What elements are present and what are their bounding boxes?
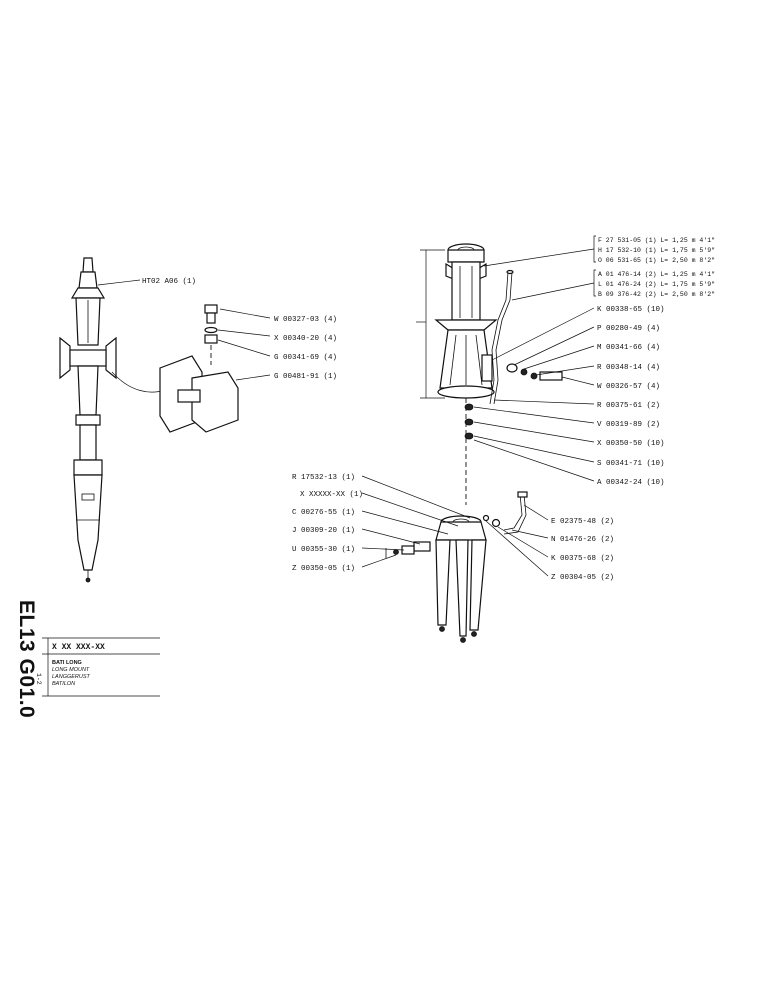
part-label: M 00341-66 (4) [597,344,660,352]
right-leader-lines [361,235,596,577]
part-label: R 17532-13 (1) [292,474,355,482]
drawing-code: EL13 G01.0 [14,600,38,720]
upper-part-labels: K 00338-65 (10) P 00280-49 (4) M 00341-6… [597,306,665,487]
lower-left-part-labels: R 17532-13 (1) X XXXXX-XX (1) C 00276-55… [292,474,363,573]
part-label: V 00319-89 (2) [597,421,660,429]
part-label: R 00375-61 (2) [597,402,660,410]
left-mast-assembly [59,257,166,583]
part-label: X 00350-50 (10) [597,440,665,448]
drawing-code-text: EL13 G01.0 [15,600,38,719]
part-label: P 00280-49 (4) [597,325,660,333]
part-label: N 01476-26 (2) [551,536,614,544]
variant-2-row: B 09 376-42 (2) L= 2,50 m 8'2" [598,291,715,298]
right-base-assembly [385,491,528,643]
sheet-number-text: 1-2 [35,673,42,685]
variant-group-1: F 27 531-05 (1) L= 1,25 m 4'1" H 17 532-… [598,237,715,264]
variant-1-row: F 27 531-05 (1) L= 1,25 m 4'1" [598,237,715,244]
label-washer: X 00340-20 (4) [274,335,337,343]
title-block-names: BATI LONG LONG MOUNT LANGGERUST BATILON [52,660,90,688]
label-nut: G 00341-69 (4) [274,354,337,362]
part-label: K 00375-68 (2) [551,555,614,563]
part-label: K 00338-65 (10) [597,306,665,314]
part-label: Z 00304-05 (2) [551,574,614,582]
part-label: S 00341-71 (10) [597,460,665,468]
right-column-assembly [416,243,563,505]
left-exploded-parts [159,304,239,433]
variant-2-row: L 01 476-24 (2) L= 1,75 m 5'9" [598,281,715,288]
part-label: W 00326-57 (4) [597,383,660,391]
part-label: J 00309-20 (1) [292,527,355,535]
lower-right-part-labels: E 02375-48 (2) N 01476-26 (2) K 00375-68… [551,518,614,582]
part-label: E 02375-48 (2) [551,518,614,526]
part-label: X XXXXX-XX (1) [300,491,363,499]
variant-1-row: H 17 532-10 (1) L= 1,75 m 5'9" [598,247,715,254]
title-name: LONG MOUNT [52,667,90,673]
part-label: C 00276-55 (1) [292,509,355,517]
variant-1-row: O 06 531-65 (1) L= 2,50 m 8'2" [598,257,715,264]
title-name: BATI LONG [52,660,82,666]
sheet-number: 1-2 [34,673,44,693]
title-name: BATILON [52,681,76,687]
label-pad: G 00481-91 (1) [274,373,337,381]
title-block-frame [42,637,160,697]
part-label: R 00348-14 (4) [597,364,660,372]
variant-group-2: A 01 476-14 (2) L= 1,25 m 4'1" L 01 476-… [598,271,715,298]
part-label: A 00342-24 (10) [597,479,665,487]
left-leader-lines [97,279,271,381]
title-block-reference: X XX XXX-XX [52,643,105,652]
title-name: LANGGERUST [52,674,90,680]
part-label: U 00355-30 (1) [292,546,355,554]
label-top-callout: HT02 A06 (1) [142,278,196,286]
part-label: Z 00350-05 (1) [292,565,355,573]
label-bolt: W 00327-03 (4) [274,316,337,324]
variant-2-row: A 01 476-14 (2) L= 1,25 m 4'1" [598,271,715,278]
